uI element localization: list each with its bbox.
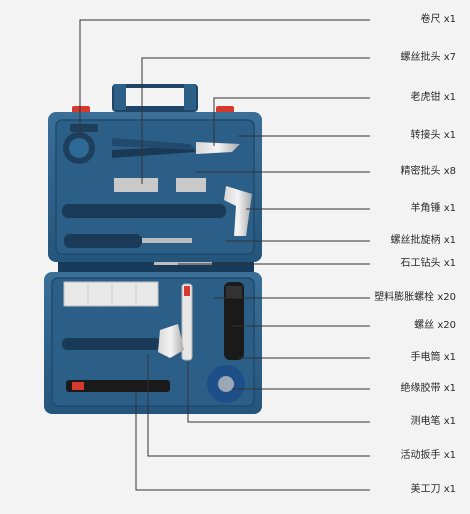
tape-measure — [63, 124, 98, 164]
label-adapter: 转接头 x1 — [410, 130, 456, 141]
label-precision-bits: 精密批头 x8 — [400, 166, 456, 177]
label-pliers: 老虎钳 x1 — [410, 92, 456, 103]
callout-leader-lines — [79, 19, 370, 491]
parts-tray — [63, 281, 159, 307]
label-masonry-drill-bit: 石工钻头 x1 — [400, 258, 456, 269]
label-insulating-tape: 绝缘胶带 x1 — [400, 383, 456, 394]
leader-line-knife — [135, 392, 370, 491]
label-claw-hammer: 羊角锤 x1 — [410, 203, 456, 214]
leader-line-bits — [141, 57, 370, 184]
pliers — [112, 138, 240, 158]
utility-knife — [66, 380, 170, 392]
label-voltage-tester: 测电笔 x1 — [410, 416, 456, 427]
screwdriver-bits — [114, 178, 206, 192]
screwdriver-handle — [64, 234, 192, 248]
leader-line-wrench — [147, 354, 370, 457]
label-screwdriver-bits: 螺丝批头 x7 — [400, 52, 456, 63]
label-flashlight: 手电筒 x1 — [410, 352, 456, 363]
label-screws: 螺丝 x20 — [414, 320, 456, 331]
leader-line-pliers — [213, 97, 370, 146]
label-screwdriver-handle: 螺丝批旋柄 x1 — [390, 235, 456, 246]
label-tape-measure: 卷尺 x1 — [420, 14, 456, 25]
adjustable-wrench — [62, 324, 184, 358]
voltage-tester — [181, 283, 193, 361]
claw-hammer — [62, 186, 252, 236]
flashlight — [224, 282, 244, 360]
label-utility-knife: 美工刀 x1 — [410, 484, 456, 495]
label-plastic-anchors: 塑料膨胀螺栓 x20 — [374, 292, 456, 303]
label-adjustable-wrench: 活动扳手 x1 — [400, 450, 456, 461]
case-handle — [112, 84, 198, 112]
insulating-tape — [207, 365, 245, 403]
leader-line-tester — [187, 362, 370, 423]
leader-line-tape — [79, 19, 370, 138]
